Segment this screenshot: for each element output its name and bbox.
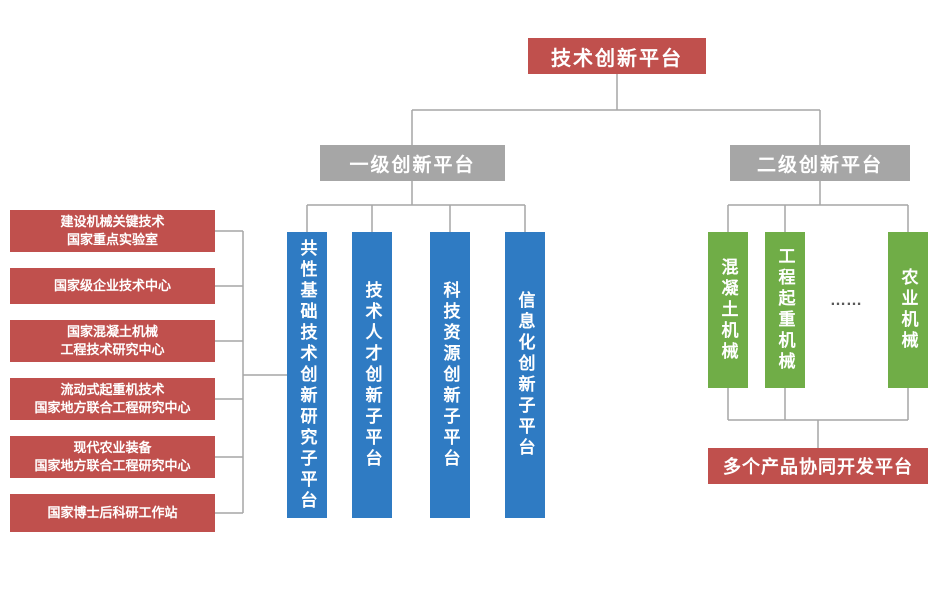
- machine-label: 混凝土机械: [718, 257, 738, 363]
- level1-subplatform-informatization: 信息化创新子平台: [505, 232, 545, 518]
- level2-column-agricultural-machinery: 农业机械: [888, 232, 928, 388]
- level1-subplatform-talent: 技术人才创新子平台: [352, 232, 392, 518]
- left-item-postdoctoral-station: 国家博士后科研工作站: [10, 494, 215, 532]
- left-item-concrete-research-center: 国家混凝土机械 工程技术研究中心: [10, 320, 215, 362]
- collaborative-development-platform: 多个产品协同开发平台: [708, 448, 928, 484]
- level1-subplatform-common-tech: 共性基础技术创新研究子平台: [287, 232, 327, 518]
- level1-subplatform-resources: 科技资源创新子平台: [430, 232, 470, 518]
- connector-root-to-headers: [411, 74, 821, 145]
- level2-column-concrete-machinery: 混凝土机械: [708, 232, 748, 388]
- connector-level1-to-columns: [306, 181, 526, 232]
- root-node: 技术创新平台: [528, 38, 706, 74]
- connector-level2-to-columns: [727, 181, 909, 232]
- level2-header: 二级创新平台: [730, 145, 910, 181]
- subplatform-label: 共性基础技术创新研究子平台: [297, 238, 317, 512]
- left-item-enterprise-tech-center: 国家级企业技术中心: [10, 268, 215, 304]
- subplatform-label: 技术人才创新子平台: [362, 280, 382, 470]
- level2-column-crane-machinery: 工程起重机械: [765, 232, 805, 388]
- subplatform-label: 信息化创新子平台: [515, 291, 535, 459]
- connector-left-panel: [215, 230, 287, 514]
- left-item-key-lab: 建设机械关键技术 国家重点实验室: [10, 210, 215, 252]
- machine-label: 工程起重机械: [775, 247, 795, 373]
- more-columns-ellipsis: ……: [830, 292, 862, 309]
- subplatform-label: 科技资源创新子平台: [440, 280, 460, 470]
- connector-columns-to-footer: [727, 388, 909, 448]
- machine-label: 农业机械: [898, 268, 918, 352]
- left-item-agriculture-equipment-center: 现代农业装备 国家地方联合工程研究中心: [10, 436, 215, 478]
- level1-header: 一级创新平台: [320, 145, 505, 181]
- left-item-mobile-crane-center: 流动式起重机技术 国家地方联合工程研究中心: [10, 378, 215, 420]
